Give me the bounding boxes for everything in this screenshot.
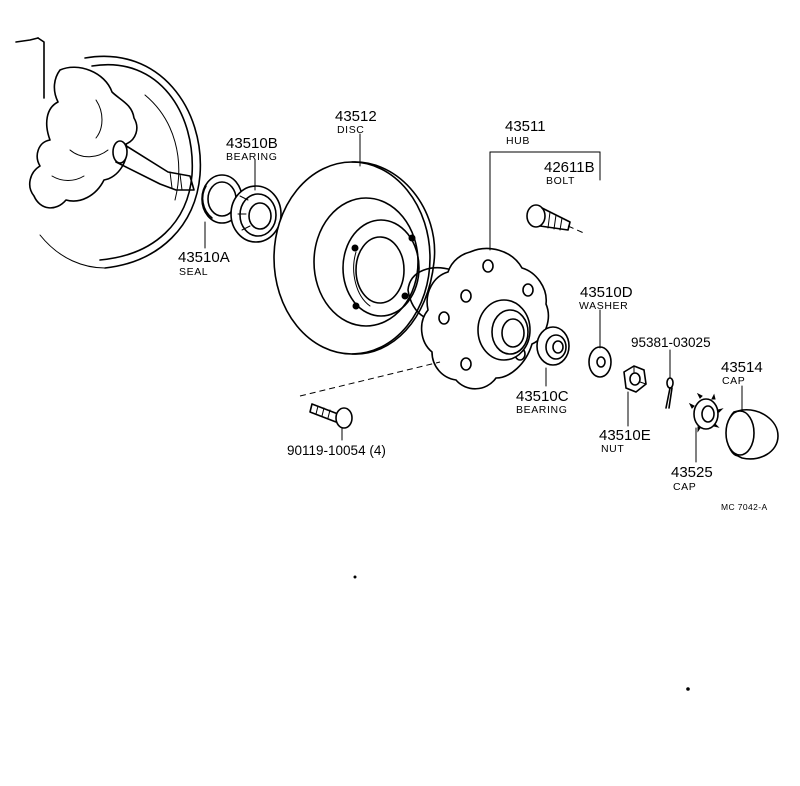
part-name-nut: NUT	[601, 443, 624, 455]
part-number-hub: 43511	[505, 118, 546, 135]
tapered-bearing-icon	[230, 185, 282, 243]
part-number-hub-bolt: 42611B	[544, 159, 595, 176]
steering-knuckle-spindle-icon	[15, 37, 202, 269]
brake-disc-icon	[273, 161, 436, 355]
part-name-hub: HUB	[506, 135, 530, 147]
part-labels: 43512 DISC 43511 HUB 43510B BEARING 4351…	[178, 108, 768, 512]
part-number-bearing-inner: 43510B	[226, 135, 278, 152]
part-number-cotter-pin: 95381-03025	[631, 335, 711, 350]
tapered-bearing-icon	[536, 326, 570, 366]
part-name-seal: SEAL	[179, 266, 208, 278]
part-number-disc: 43512	[335, 108, 377, 125]
part-name-disc: DISC	[337, 124, 365, 136]
wheel-hub-icon	[407, 247, 550, 390]
grease-cap-icon	[688, 392, 724, 433]
part-name-washer: WASHER	[579, 300, 628, 312]
part-name-hub-bolt: BOLT	[546, 175, 575, 187]
leader-lines	[204, 133, 743, 463]
part-name-grease-cap: CAP	[722, 375, 745, 387]
part-number-disc-bolt: 90119-10054 (4)	[287, 443, 386, 458]
part-number-lock-cap: 43525	[671, 464, 713, 481]
drawing-code: MC 7042-A	[721, 502, 768, 512]
part-number-bearing-outer: 43510C	[516, 388, 569, 405]
hub-bolt-icon	[526, 204, 571, 231]
washer-icon	[588, 346, 612, 378]
part-number-grease-cap: 43514	[721, 359, 763, 376]
part-name-bearing-outer: BEARING	[516, 404, 567, 416]
part-name-lock-cap: CAP	[673, 481, 696, 493]
grease-cap-icon	[725, 409, 779, 460]
cotter-pin-icon	[665, 377, 674, 409]
part-number-nut: 43510E	[599, 427, 651, 444]
hub-bolt-icon	[309, 403, 353, 429]
part-number-washer: 43510D	[580, 284, 633, 301]
part-number-seal: 43510A	[178, 249, 230, 266]
hex-nut-icon	[623, 365, 647, 393]
part-name-bearing-inner: BEARING	[226, 151, 277, 163]
